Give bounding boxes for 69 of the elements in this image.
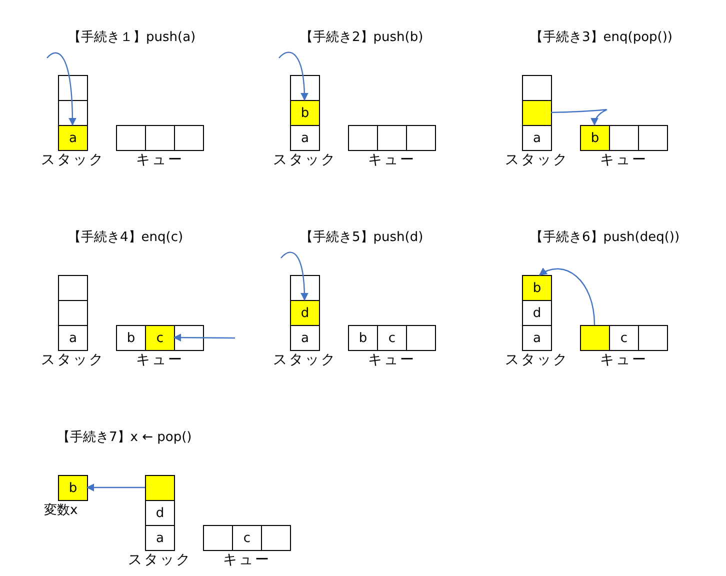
- arrow: [538, 268, 596, 326]
- queue-cell: [406, 325, 436, 351]
- stack-cell: a: [58, 325, 88, 351]
- arrow: [46, 52, 76, 126]
- queue-label: キュー: [368, 152, 416, 168]
- arrow: [280, 252, 308, 301]
- arrow: [278, 52, 308, 101]
- queue-cell: [580, 325, 610, 351]
- stack-cell: a: [290, 325, 320, 351]
- stack-cell: a: [58, 125, 88, 151]
- stack-cell: d: [145, 500, 175, 526]
- step-title: 【手続き3】enq(pop()): [530, 30, 673, 46]
- queue-label: キュー: [223, 552, 271, 568]
- queue-cell: [638, 325, 668, 351]
- queue-cell: [638, 125, 668, 151]
- queue-cell: [377, 125, 407, 151]
- queue-label: キュー: [368, 352, 416, 368]
- stack-cell: d: [290, 300, 320, 326]
- stack-cell: b: [522, 275, 552, 301]
- stack-cell: d: [522, 300, 552, 326]
- stack-cell: [145, 475, 175, 501]
- stack-label: スタック: [505, 152, 569, 168]
- queue-cell: b: [580, 125, 610, 151]
- queue-cell: c: [609, 325, 639, 351]
- queue-label: キュー: [136, 152, 184, 168]
- stack-label: スタック: [41, 352, 105, 368]
- variable-label: 変数x: [44, 503, 78, 519]
- queue-cell: c: [145, 325, 175, 351]
- stack-cell: b: [290, 100, 320, 126]
- stack-cell: [522, 100, 552, 126]
- step-title: 【手続き7】x ← pop(): [57, 430, 192, 446]
- step-title: 【手続き2】push(b): [300, 30, 424, 46]
- stack-label: スタック: [128, 552, 192, 568]
- stack-label: スタック: [273, 152, 337, 168]
- queue-cell: [261, 525, 291, 551]
- stack-cell: a: [522, 125, 552, 151]
- queue-cell: [348, 125, 378, 151]
- stack-label: スタック: [41, 152, 105, 168]
- queue-cell: [145, 125, 175, 151]
- queue-label: キュー: [600, 352, 648, 368]
- step-title: 【手続き１】push(a): [68, 30, 196, 46]
- queue-cell: [406, 125, 436, 151]
- queue-cell: [174, 125, 204, 151]
- queue-cell: c: [377, 325, 407, 351]
- arrow: [173, 334, 235, 342]
- stack-cell: a: [145, 525, 175, 551]
- variable-box: b: [58, 475, 88, 501]
- queue-label: キュー: [600, 152, 648, 168]
- queue-cell: [609, 125, 639, 151]
- step-title: 【手続き5】push(d): [300, 230, 424, 246]
- stack-cell: a: [290, 125, 320, 151]
- stack-cell: a: [522, 325, 552, 351]
- queue-cell: c: [232, 525, 262, 551]
- queue-cell: b: [116, 325, 146, 351]
- queue-cell: [116, 125, 146, 151]
- queue-cell: b: [348, 325, 378, 351]
- step-title: 【手続き4】enq(c): [68, 230, 184, 246]
- step-title: 【手続き6】push(deq()): [530, 230, 680, 246]
- queue-label: キュー: [136, 352, 184, 368]
- queue-cell: [203, 525, 233, 551]
- stack-cell: [58, 300, 88, 326]
- stack-cell: [522, 75, 552, 101]
- queue-cell: [174, 325, 204, 351]
- stack-label: スタック: [505, 352, 569, 368]
- stack-label: スタック: [273, 352, 337, 368]
- arrow: [550, 109, 607, 126]
- arrow: [86, 484, 145, 492]
- stack-cell: [58, 75, 88, 101]
- stack-cell: [58, 275, 88, 301]
